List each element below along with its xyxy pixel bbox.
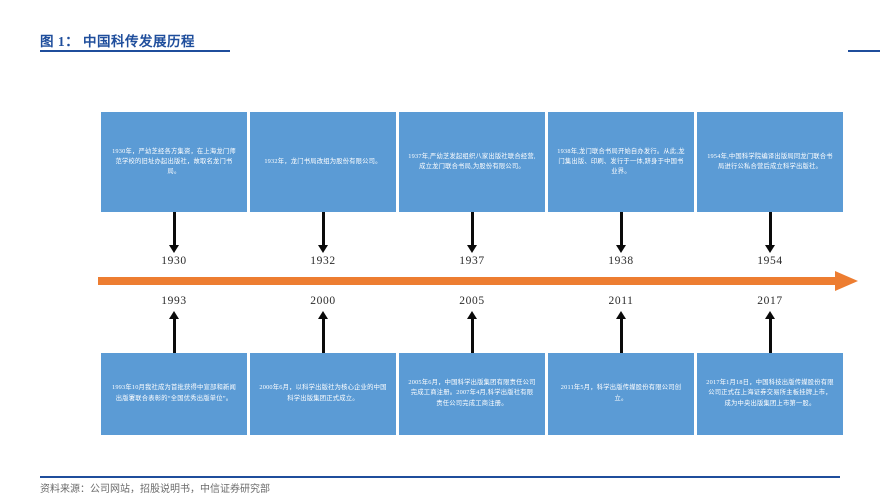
event-description-text: 1937年,严幼芝发起组织八家出版社联合经营,成立龙门联合书局,为股份有限公司。	[408, 152, 536, 170]
connector-stem	[619, 212, 623, 246]
event-description-text: 2017年1月18日，中国科技出版传媒股份有限公司正式在上海证券交易所主板挂牌上…	[706, 379, 834, 407]
event-description-text: 1930年，严幼芝经各方集资，在上海龙门师范学校的旧址办起出版社，故取名龙门书局…	[112, 147, 236, 176]
year-label: 1930	[161, 255, 187, 267]
event-description-box: 1937年,严幼芝发起组织八家出版社联合经营,成立龙门联合书局,为股份有限公司。	[399, 112, 545, 212]
connector-stem	[172, 212, 176, 246]
timeline-event-top-1938: 1938年,龙门联合书局开始自办发行。从此,龙门集出版、印刷、发行于一体,跻身于…	[548, 112, 694, 268]
timeline-event-top-1932: 1932年，龙门书局改组为股份有限公司。 1932	[250, 112, 396, 268]
event-description-box: 1993年10月我社成为首批获得中宣部和新闻出版署联合表彰的“全国优秀出版单位”…	[101, 352, 247, 435]
connector-stem	[768, 317, 772, 353]
arrow-right-icon	[835, 271, 858, 291]
page-title: 图 1： 中国科传发展历程	[40, 34, 195, 49]
connector-arrowhead	[616, 245, 626, 253]
event-description-box: 1930年，严幼芝经各方集资，在上海龙门师范学校的旧址办起出版社，故取名龙门书局…	[101, 112, 247, 212]
event-description-text: 2005年6月，中国科学出版集团有限责任公司完成工商注册。2007年4月,科学出…	[408, 379, 536, 407]
timeline-event-bottom-2017: 2017 2017年1月18日，中国科技出版传媒股份有限公司正式在上海证券交易所主…	[697, 295, 843, 435]
year-label: 1938	[608, 255, 634, 267]
connector-arrow-down-icon	[250, 212, 396, 254]
connector-arrow-up-icon	[101, 310, 247, 353]
source-note: 资料来源：公司网站，招股说明书，中信证券研究部	[40, 484, 270, 495]
event-description-box: 1938年,龙门联合书局开始自办发行。从此,龙门集出版、印刷、发行于一体,跻身于…	[548, 112, 694, 212]
connector-arrowhead	[467, 310, 477, 319]
connector-stem	[172, 317, 176, 353]
connector-stem	[470, 317, 474, 353]
event-description-box: 2000年6月，以科学出版社为核心企业的中国科学出版集团正式成立。	[250, 352, 396, 435]
connector-arrowhead	[169, 310, 179, 319]
timeline-event-bottom-1993: 1993 1993年10月我社成为首批获得中宣部和新闻出版署联合表彰的“全国优秀出…	[101, 295, 247, 435]
connector-arrow-down-icon	[101, 212, 247, 254]
timeline-event-top-1930: 1930年，严幼芝经各方集资，在上海龙门师范学校的旧址办起出版社，故取名龙门书局…	[101, 112, 247, 268]
connector-arrow-down-icon	[697, 212, 843, 254]
connector-arrowhead	[765, 310, 775, 319]
event-description-box: 1954年,中国科学院编译出版局同龙门联合书局进行公私合营后成立科学出版社。	[697, 112, 843, 212]
event-description-box: 2011年5月，科学出版传媒股份有限公司创立。	[548, 352, 694, 435]
connector-arrow-down-icon	[399, 212, 545, 254]
connector-stem	[470, 212, 474, 246]
event-description-text: 1993年10月我社成为首批获得中宣部和新闻出版署联合表彰的“全国优秀出版单位”…	[111, 384, 237, 402]
connector-arrowhead	[169, 245, 179, 253]
timeline-event-bottom-2000: 2000 2000年6月，以科学出版社为核心企业的中国科学出版集团正式成立。	[250, 295, 396, 435]
event-description-text: 1932年，龙门书局改组为股份有限公司。	[264, 157, 382, 165]
year-label: 2000	[310, 295, 336, 307]
timeline-bar	[98, 277, 838, 285]
year-label: 1993	[161, 295, 187, 307]
year-label: 1932	[310, 255, 336, 267]
connector-arrowhead	[318, 245, 328, 253]
year-label: 2017	[757, 295, 783, 307]
connector-arrowhead	[765, 245, 775, 253]
event-description-text: 1954年,中国科学院编译出版局同龙门联合书局进行公私合营后成立科学出版社。	[707, 152, 833, 170]
event-description-box: 1932年，龙门书局改组为股份有限公司。	[250, 112, 396, 212]
year-label: 1954	[757, 255, 783, 267]
event-description-text: 2000年6月，以科学出版社为核心企业的中国科学出版集团正式成立。	[259, 384, 387, 402]
timeline-axis	[98, 271, 860, 291]
year-label: 2005	[459, 295, 485, 307]
year-label: 2011	[608, 295, 634, 307]
connector-stem	[321, 212, 325, 246]
connector-arrow-up-icon	[548, 310, 694, 353]
footer-rule	[40, 476, 840, 478]
connector-arrow-down-icon	[548, 212, 694, 254]
title-underline	[40, 50, 230, 52]
event-description-box: 2005年6月，中国科学出版集团有限责任公司完成工商注册。2007年4月,科学出…	[399, 352, 545, 435]
connector-arrowhead	[467, 245, 477, 253]
timeline-event-bottom-2005: 2005 2005年6月，中国科学出版集团有限责任公司完成工商注册。2007年4月…	[399, 295, 545, 435]
connector-arrow-up-icon	[250, 310, 396, 353]
header-right-rule	[848, 50, 880, 52]
year-label: 1937	[459, 255, 485, 267]
connector-arrow-up-icon	[697, 310, 843, 353]
event-description-box: 2017年1月18日，中国科技出版传媒股份有限公司正式在上海证券交易所主板挂牌上…	[697, 352, 843, 435]
event-description-text: 1938年,龙门联合书局开始自办发行。从此,龙门集出版、印刷、发行于一体,跻身于…	[557, 147, 685, 176]
connector-arrow-up-icon	[399, 310, 545, 353]
connector-arrowhead	[616, 310, 626, 319]
connector-stem	[321, 317, 325, 353]
event-description-text: 2011年5月，科学出版传媒股份有限公司创立。	[560, 384, 682, 402]
connector-stem	[768, 212, 772, 246]
timeline-event-top-1954: 1954年,中国科学院编译出版局同龙门联合书局进行公私合营后成立科学出版社。 19…	[697, 112, 843, 268]
timeline-event-bottom-2011: 2011 2011年5月，科学出版传媒股份有限公司创立。	[548, 295, 694, 435]
connector-stem	[619, 317, 623, 353]
timeline-event-top-1937: 1937年,严幼芝发起组织八家出版社联合经营,成立龙门联合书局,为股份有限公司。…	[399, 112, 545, 268]
connector-arrowhead	[318, 310, 328, 319]
